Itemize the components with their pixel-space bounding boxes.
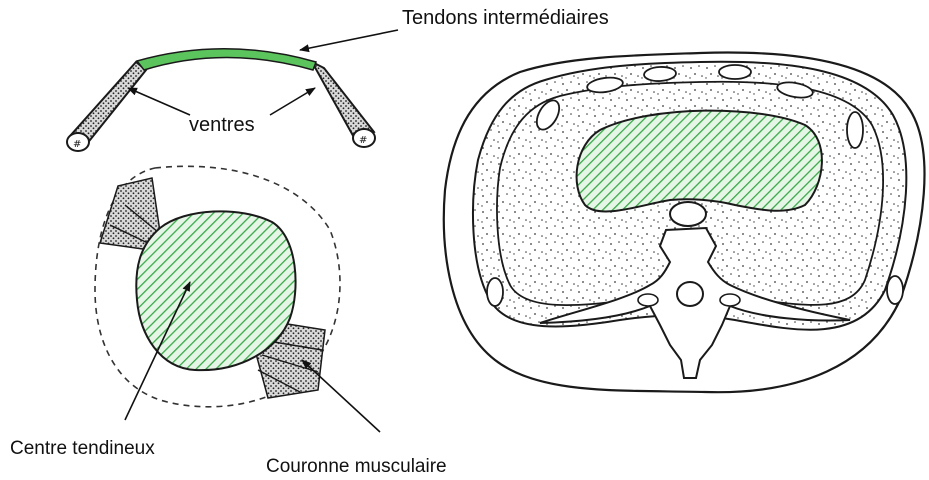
rib-cartilage (887, 276, 903, 304)
rib-cartilage (487, 278, 503, 306)
arrow-icon (302, 360, 380, 432)
intermediate-tendon (137, 49, 316, 70)
svg-text:#: # (359, 135, 367, 146)
rib-cartilage (719, 65, 751, 79)
circular-muscle (95, 166, 340, 406)
diaphragm-cross-section (444, 53, 925, 393)
label-couronne-musculaire: Couronne musculaire (266, 456, 447, 478)
vertebral-canal (677, 282, 703, 306)
diaphragm-central-tendon (577, 111, 822, 212)
label-centre-tendineux: Centre tendineux (10, 438, 155, 460)
arrow-icon (128, 88, 190, 115)
arrow-icon (300, 30, 398, 50)
rib-cartilage (847, 112, 863, 148)
label-tendons-intermediaires: Tendons intermédiaires (402, 7, 609, 30)
label-ventres: ventres (189, 114, 255, 137)
svg-text:#: # (73, 139, 81, 150)
arrow-icon (270, 88, 315, 115)
